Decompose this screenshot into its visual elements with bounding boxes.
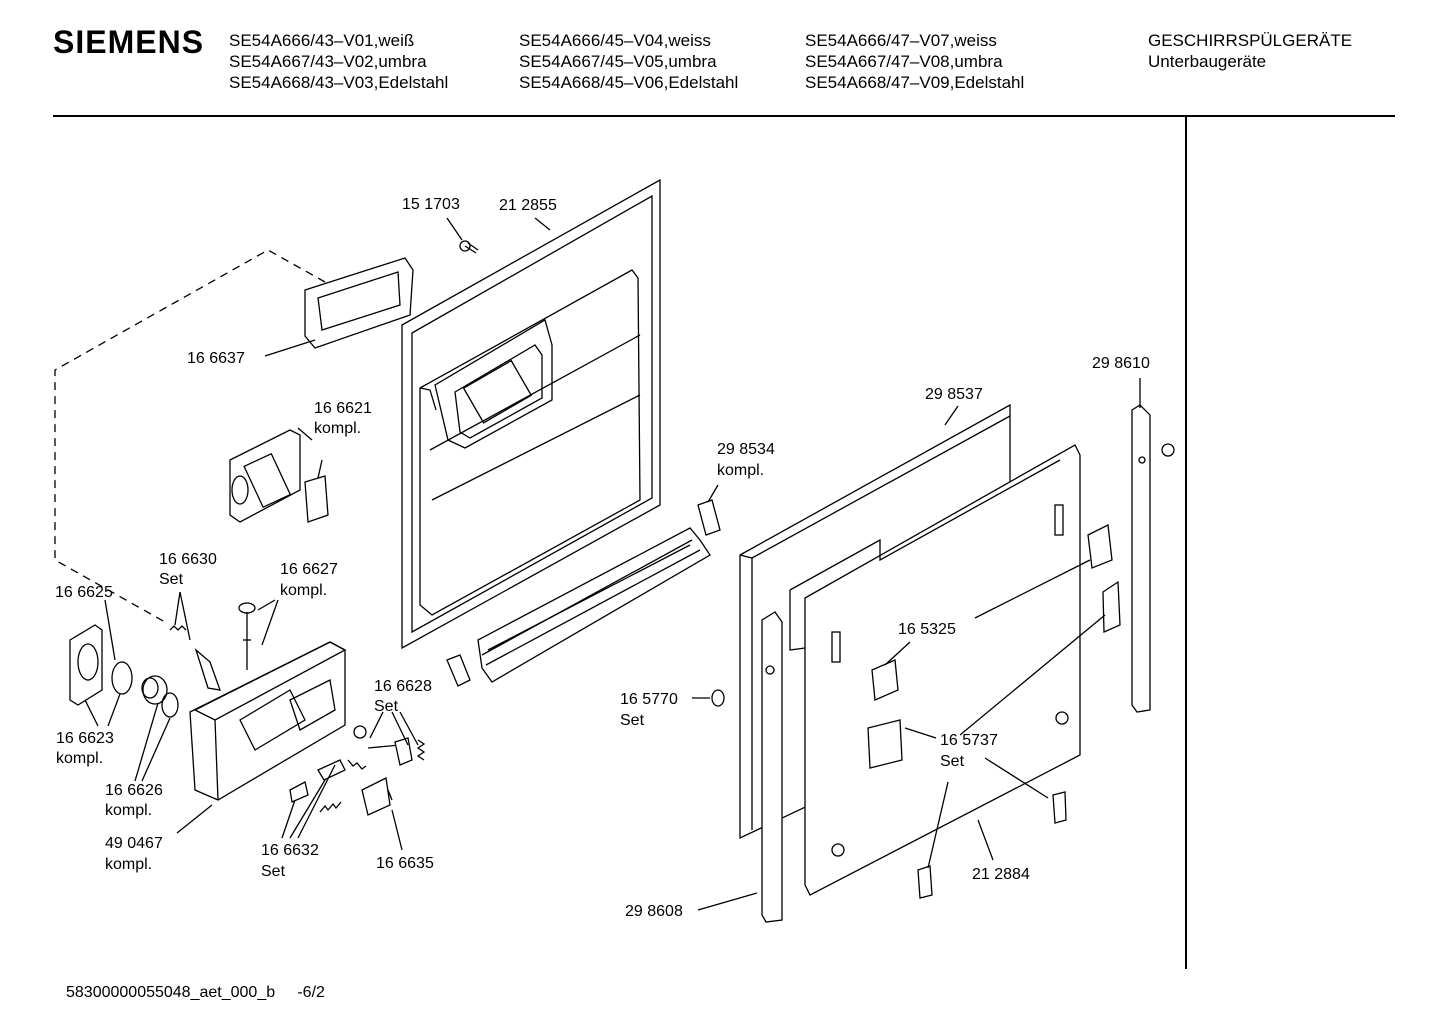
page-number: -6/2 (297, 984, 325, 1001)
part-label-166627-sub: kompl. (280, 582, 327, 599)
switch-part (361, 777, 393, 816)
part-label-165770: 16 5770 (620, 691, 678, 708)
part-label-298608: 29 8608 (625, 903, 683, 920)
model-column-2: SE54A666/45–V04,weiss SE54A667/45–V05,um… (519, 30, 738, 93)
part-label-166637: 16 6637 (187, 350, 245, 367)
model-column-3: SE54A666/47–V07,weiss SE54A667/47–V08,um… (805, 30, 1024, 93)
part-label-490467-sub: kompl. (105, 856, 152, 873)
assembly-dashed-line (54, 249, 326, 623)
leader-lines (84, 217, 1141, 911)
ring-part (111, 661, 133, 695)
inner-door-panel (401, 178, 661, 650)
part-label-490467: 49 0467 (105, 835, 163, 852)
pin-part (238, 602, 256, 670)
model-entry: SE54A668/43–V03,Edelstahl (229, 73, 449, 92)
part-label-166630-sub: Set (159, 571, 184, 588)
part-label-166623: 16 6623 (56, 730, 114, 747)
part-label-165770-sub: Set (620, 712, 645, 729)
part-label-166627: 16 6627 (280, 561, 338, 578)
control-module (189, 641, 347, 801)
part-label-166632: 16 6632 (261, 842, 319, 859)
washer-part (161, 692, 179, 718)
part-label-298534: 29 8534 (717, 441, 775, 458)
hinge-part (446, 499, 721, 687)
spring-set-part (289, 759, 367, 813)
model-entry: SE54A666/45–V04,weiss (519, 31, 711, 50)
seal-frame-part (304, 257, 414, 349)
part-labels: 15 1703 21 2855 16 6637 16 6621 kompl. 2… (55, 196, 1150, 920)
latch-set-part (353, 725, 426, 766)
spring-lever-part (169, 625, 221, 691)
part-label-212884: 21 2884 (972, 866, 1030, 883)
part-label-166628-sub: Set (374, 698, 399, 715)
dispenser-part (229, 429, 329, 523)
side-strip-right (1131, 404, 1175, 713)
part-label-166628: 16 6628 (374, 678, 432, 695)
model-entry: SE54A666/43–V01,weiß (229, 31, 415, 50)
header-divider (53, 115, 1395, 117)
subcategory-title: Unterbaugeräte (1148, 52, 1267, 71)
model-entry: SE54A668/45–V06,Edelstahl (519, 73, 739, 92)
part-label-151703: 15 1703 (402, 196, 460, 213)
category-column: GESCHIRRSPÜLGERÄTE Unterbaugeräte (1148, 30, 1352, 72)
cap-part (711, 689, 725, 707)
part-label-298610: 29 8610 (1092, 355, 1150, 372)
model-entry: SE54A667/43–V02,umbra (229, 52, 427, 71)
model-entry: SE54A667/47–V08,umbra (805, 52, 1003, 71)
part-label-166621: 16 6621 (314, 400, 372, 417)
clip-part (867, 580, 1121, 899)
screw-part (459, 240, 479, 254)
part-label-166626-sub: kompl. (105, 802, 152, 819)
side-divider (1185, 117, 1187, 969)
part-label-166625: 16 6625 (55, 584, 113, 601)
brand-logo: SIEMENS (53, 24, 205, 60)
part-label-212855: 21 2855 (499, 197, 557, 214)
part-label-298537: 29 8537 (925, 386, 983, 403)
category-title: GESCHIRRSPÜLGERÄTE (1148, 31, 1353, 50)
part-label-165325: 16 5325 (898, 621, 956, 638)
model-entry: SE54A667/45–V05,umbra (519, 52, 717, 71)
part-label-166632-sub: Set (261, 863, 286, 880)
model-entry: SE54A666/47–V07,weiss (805, 31, 997, 50)
doc-id: 58300000055048_aet_000_b (66, 984, 276, 1001)
part-label-166621-sub: kompl. (314, 420, 361, 437)
part-label-166626: 16 6626 (105, 782, 163, 799)
side-strip-left (761, 611, 783, 923)
footer-doc-id: 58300000055048_aet_000_b -6/2 (66, 984, 325, 1002)
door-frame (789, 444, 1081, 896)
part-label-166630: 16 6630 (159, 551, 217, 568)
part-label-298534-sub: kompl. (717, 462, 764, 479)
model-entry: SE54A668/47–V09,Edelstahl (805, 73, 1025, 92)
part-label-165737-sub: Set (940, 753, 965, 770)
part-label-166635: 16 6635 (376, 855, 434, 872)
model-column-1: SE54A666/43–V01,weiß SE54A667/43–V02,umb… (229, 30, 448, 93)
part-label-166623-sub: kompl. (56, 750, 103, 767)
knob-part (141, 675, 168, 705)
part-label-165737: 16 5737 (940, 732, 998, 749)
door-trim-rail (477, 527, 711, 683)
cover-part (69, 624, 103, 706)
